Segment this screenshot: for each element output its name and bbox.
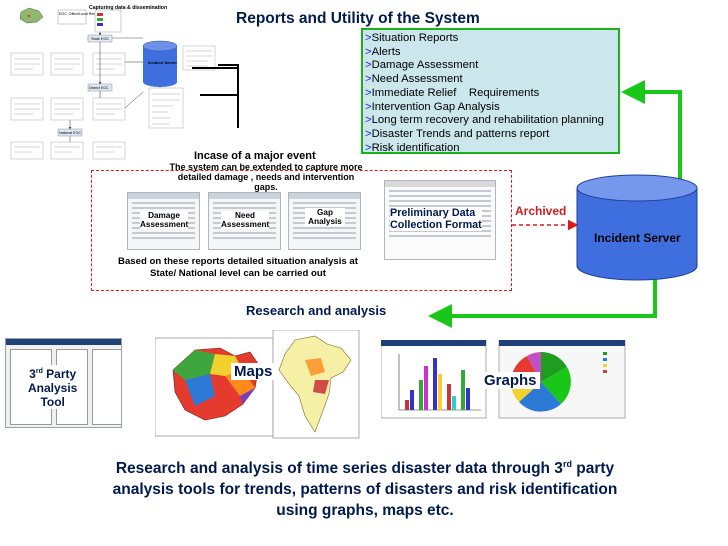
consolidated-box	[148, 87, 184, 129]
top-node-box	[57, 9, 87, 25]
report-item-alerts: >Alerts	[365, 45, 401, 58]
report-item-need: >Need Assessment	[365, 73, 463, 86]
report-item-gap: >Intervention Gap Analysis	[365, 100, 500, 113]
damage-assessment-label: Damage Assessment	[140, 211, 189, 229]
flowchart-svg: Capturing data & dissemination EOC, Offi…	[10, 5, 216, 160]
preliminary-line1: Preliminary Data	[390, 207, 476, 219]
summary-text: Research and analysis of time series dis…	[112, 459, 618, 520]
report-item-damage: >Damage Assessment	[365, 59, 479, 72]
third-party-tool-label: 3rd Party Analysis Tool	[26, 365, 80, 409]
diagram-title: Reports and Utility of the System	[236, 10, 480, 27]
top-node-label: EOC, Office/Local Resident	[59, 12, 103, 16]
server-to-research-arrow	[428, 262, 657, 328]
capture-flowchart: Capturing data & dissemination EOC, Offi…	[3, 2, 217, 160]
report-item-risk: >Risk identification	[365, 141, 460, 154]
major-event-box	[91, 170, 512, 291]
region-map-icon	[19, 7, 44, 24]
report-item-recovery: >Long term recovery and rehabilitation p…	[365, 114, 604, 127]
state-eoc-label: State EOC	[91, 37, 109, 41]
flowchart-to-reports-line	[192, 67, 239, 96]
report-item-situation: >Situation Reports	[365, 32, 459, 44]
based-note: Based on these reports detailed situatio…	[118, 256, 358, 279]
gap-analysis-label: Gap Analysis	[305, 208, 345, 226]
research-label: Research and analysis	[246, 303, 387, 318]
national-eoc-label: National EOC	[59, 131, 81, 135]
preliminary-line2: Collection Format	[390, 219, 482, 231]
major-event-title: Incase of a major event	[194, 150, 316, 162]
preliminary-form-label: Preliminary Data Collection Format	[390, 207, 482, 231]
district-eoc-label: District EOC	[89, 86, 109, 90]
incident-server-icon	[575, 174, 699, 282]
extend-note: The system can be extended to capture mo…	[169, 162, 363, 192]
flowchart-server-label: Incident Server	[148, 60, 177, 65]
graphs-screenshot	[380, 339, 627, 420]
report-item-trends: >Disaster Trends and patterns report	[365, 127, 550, 140]
maps-screenshot	[154, 329, 360, 440]
need-assessment-label: Need Assessment	[221, 211, 270, 229]
archived-label: Archived	[515, 204, 567, 218]
server-to-reports-arrow	[621, 80, 682, 182]
flowchart-header: Capturing data & dissemination	[89, 5, 167, 11]
report-item-relief: >Immediate Relief Requirements	[365, 86, 540, 99]
incident-server-label: Incident Server	[594, 231, 681, 245]
reports-list-box: >Situation Reports >Alerts >Damage Asses…	[361, 28, 620, 154]
graphs-label: Graphs	[481, 372, 540, 389]
flowchart-server-icon	[142, 40, 178, 87]
maps-label: Maps	[231, 363, 276, 380]
